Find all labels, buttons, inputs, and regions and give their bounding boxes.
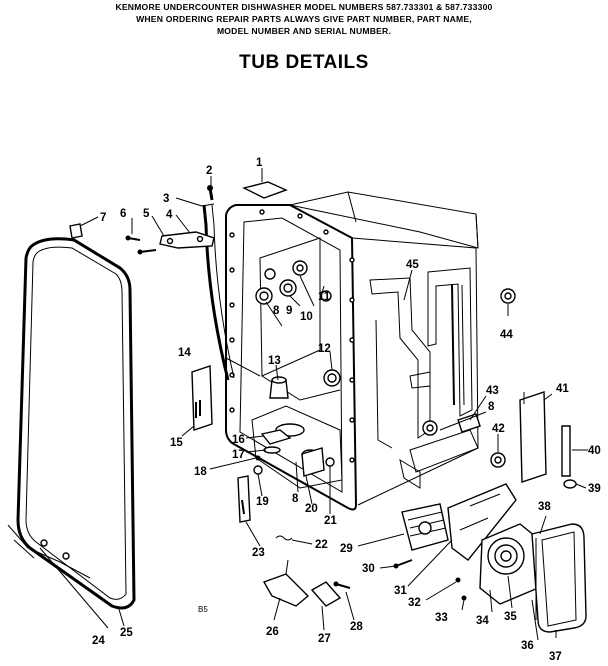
callout-45: 45	[406, 259, 419, 271]
callout-28: 28	[350, 621, 363, 633]
blower-29	[401, 503, 449, 551]
callout-6: 6	[120, 208, 126, 220]
callout-26: 26	[266, 626, 279, 638]
hinge-bracket-4	[159, 231, 215, 249]
bracket-15	[191, 365, 213, 431]
callout-14: 14	[178, 347, 191, 359]
spring-22	[275, 535, 293, 541]
callout-numbers: 1 2 3 4 5 6 7 8 8 8 9 10 11 12 13 14 15 …	[92, 157, 601, 663]
bracket-23	[237, 465, 263, 523]
callout-23: 23	[252, 547, 265, 559]
callout-41: 41	[556, 383, 569, 395]
callout-25: 25	[120, 627, 133, 639]
callout-5: 5	[143, 208, 150, 220]
callout-3: 3	[163, 193, 169, 205]
callout-15: 15	[170, 437, 183, 449]
screw-2	[207, 185, 214, 201]
top-bracket-1	[241, 176, 288, 199]
bracket-26	[262, 559, 310, 607]
header-model-line: KENMORE UNDERCOUNTER DISHWASHER MODEL NU…	[115, 2, 493, 12]
callout-35: 35	[504, 611, 517, 623]
fitting-43	[457, 413, 481, 433]
callout-37: 37	[549, 651, 562, 663]
diagram-code: B5	[198, 605, 208, 614]
callout-36: 36	[521, 640, 534, 652]
callout-7: 7	[100, 212, 106, 224]
screws-5-6	[125, 235, 157, 255]
callout-29: 29	[340, 543, 353, 555]
callout-34: 34	[476, 615, 489, 627]
vent-cover-37	[531, 523, 587, 633]
callout-21: 21	[324, 515, 337, 527]
header-instruction-line: WHEN ORDERING REPAIR PARTS ALWAYS GIVE P…	[136, 14, 472, 24]
tub-body	[225, 191, 479, 511]
callout-13: 13	[268, 355, 281, 367]
callout-12: 12	[318, 343, 331, 355]
rod-40	[561, 425, 571, 477]
callout-39: 39	[588, 483, 601, 495]
callout-30: 30	[362, 563, 375, 575]
callout-18: 18	[194, 466, 207, 478]
screw-30	[393, 559, 413, 569]
callout-10: 10	[300, 311, 313, 323]
screw-28	[333, 581, 351, 589]
fitting-44	[500, 288, 516, 304]
callout-43: 43	[486, 385, 499, 397]
callout-2: 2	[206, 165, 212, 177]
callout-16: 16	[232, 434, 245, 446]
callout-9: 9	[286, 305, 292, 317]
callout-38: 38	[538, 501, 551, 513]
callout-20: 20	[305, 503, 318, 515]
screw-33	[461, 595, 467, 601]
screw-32	[455, 577, 461, 583]
callout-8b: 8	[292, 493, 299, 505]
callout-42: 42	[492, 423, 505, 435]
parts-16-18	[255, 429, 292, 461]
door-gasket	[7, 237, 136, 610]
clip-7	[69, 223, 83, 239]
bracket-27	[310, 581, 342, 607]
callout-33: 33	[435, 612, 448, 624]
parts-20-21	[301, 447, 335, 477]
washer-42	[490, 452, 506, 468]
callout-44: 44	[500, 329, 513, 341]
callout-17: 17	[232, 449, 245, 461]
callout-8a: 8	[273, 305, 280, 317]
callout-24: 24	[92, 635, 105, 647]
bracket-41	[519, 391, 547, 483]
callout-1: 1	[256, 157, 263, 169]
motor-housing-34-35	[479, 523, 541, 605]
callout-40: 40	[588, 445, 601, 457]
clip-39	[563, 479, 577, 489]
header-serial-line: MODEL NUMBER AND SERIAL NUMBER.	[216, 26, 392, 36]
callout-4: 4	[166, 209, 173, 221]
callout-27: 27	[318, 633, 331, 645]
callout-8c: 8	[488, 401, 495, 413]
callout-19: 19	[256, 496, 269, 508]
callout-22: 22	[315, 539, 328, 551]
hose-3	[201, 203, 235, 381]
callout-32: 32	[408, 597, 421, 609]
wall-fittings	[255, 260, 341, 387]
callout-31: 31	[394, 585, 407, 597]
callout-11: 11	[318, 291, 331, 303]
leader-lines	[39, 168, 588, 641]
diagram-title: TUB DETAILS	[239, 52, 369, 73]
